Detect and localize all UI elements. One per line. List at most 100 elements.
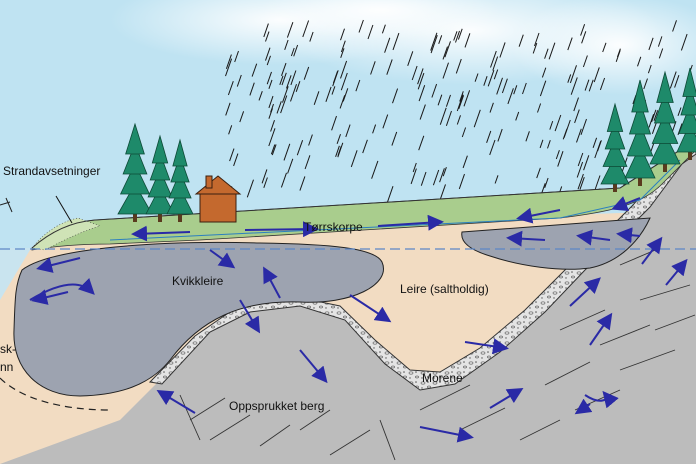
flow-arrow-icon <box>209 249 236 269</box>
fracture-line <box>189 397 226 421</box>
flow-arrow-icon <box>574 398 593 415</box>
rain-streak <box>584 79 590 91</box>
rain-streak <box>592 137 598 148</box>
rain-streak <box>290 47 295 57</box>
rain-streak <box>417 68 424 85</box>
flow-arrow-icon <box>36 257 81 273</box>
rain-streak <box>279 75 284 85</box>
rain-streak <box>602 42 607 53</box>
rain-streak <box>563 119 571 138</box>
rain-streak <box>554 114 562 132</box>
rain-streak <box>419 104 426 120</box>
rain-streak <box>445 110 452 126</box>
rain-streak <box>651 109 657 123</box>
rain-streak <box>225 54 232 69</box>
rain-streak <box>381 24 386 34</box>
rain-streak <box>599 77 606 91</box>
rain-streak <box>430 32 438 51</box>
fracture-line <box>654 314 696 331</box>
rain-streak <box>647 64 652 74</box>
rain-streak <box>580 24 586 36</box>
rain-streak <box>286 75 292 89</box>
rain-streak <box>669 71 677 89</box>
rain-streak <box>345 124 351 138</box>
rain-streak <box>337 142 344 158</box>
rain-streak <box>227 81 234 96</box>
tree-icon <box>145 134 175 222</box>
rain-streak <box>437 94 443 106</box>
rain-streak <box>263 177 268 188</box>
rain-streak <box>386 59 393 75</box>
rain-streak <box>458 95 465 109</box>
rain-streak <box>281 72 287 86</box>
rain-streak <box>522 82 527 95</box>
rain-streak <box>313 91 320 105</box>
rain-streak <box>384 37 391 53</box>
rain-streak <box>483 76 488 86</box>
rain-streak <box>412 162 417 173</box>
rain-streak <box>290 84 297 102</box>
rain-streak <box>372 124 377 134</box>
rain-streak <box>382 114 389 129</box>
rain-streak <box>567 37 573 51</box>
rain-streak <box>287 158 294 174</box>
rain-streak <box>487 70 495 87</box>
rain-streak <box>258 91 263 101</box>
rain-streak <box>442 46 448 60</box>
rain-streak <box>497 128 503 142</box>
rain-streak <box>331 86 336 95</box>
rain-streak <box>411 65 418 81</box>
flow-arrow-icon <box>516 207 561 224</box>
rain-streak <box>340 28 345 41</box>
rain-streak <box>459 91 464 102</box>
rain-streak <box>340 40 346 53</box>
rain-streak <box>284 39 289 50</box>
rain-streak <box>370 61 376 75</box>
rain-streak <box>489 139 496 156</box>
rain-streak <box>494 175 499 184</box>
rain-streak <box>555 150 560 160</box>
rain-streak <box>461 127 467 138</box>
flow-arrow-icon <box>131 225 191 242</box>
rain-streak <box>410 168 417 185</box>
fracture-line <box>259 424 291 447</box>
ground-surface <box>31 139 696 249</box>
rain-streak <box>266 55 271 66</box>
rain-streak <box>672 20 677 32</box>
tree-icon <box>600 102 630 192</box>
tree-icon <box>676 67 696 160</box>
rain-streak <box>579 177 585 190</box>
rain-streak <box>263 23 269 38</box>
label-leire-saltholdig: Leire (saltholdig) <box>400 282 489 296</box>
rain-streak <box>302 20 310 38</box>
rain-streak <box>643 78 648 90</box>
fracture-line <box>639 284 691 301</box>
flow-arrow-icon <box>584 390 619 409</box>
rain-streak <box>455 30 460 43</box>
rain-streak <box>569 65 577 84</box>
rain-streak <box>293 44 299 57</box>
rain-streak <box>286 22 294 38</box>
rain-streak <box>407 51 414 66</box>
flow-arrow-icon <box>156 389 196 414</box>
rain-streak <box>657 36 663 47</box>
rain-streak <box>283 143 291 161</box>
flow-arrow-icon <box>506 230 546 247</box>
rain-streak <box>680 33 688 51</box>
fracture-line <box>179 394 201 441</box>
quick-clay-body <box>13 241 384 397</box>
fracture-line <box>379 419 396 461</box>
rain-streak <box>280 172 287 188</box>
rain-streak <box>499 42 506 58</box>
flow-arrow-icon <box>576 229 611 246</box>
label-oppsprukket-berg: Oppsprukket berg <box>229 399 325 413</box>
rain-streak <box>577 173 584 190</box>
rain-streak <box>290 70 297 86</box>
flow-arrow-icon <box>244 221 319 238</box>
tree-icon <box>624 79 656 186</box>
flow-arrow-icon <box>569 277 601 307</box>
tree-icon-group <box>117 67 696 222</box>
rain-streak <box>268 79 273 89</box>
rain-streak <box>615 50 621 62</box>
